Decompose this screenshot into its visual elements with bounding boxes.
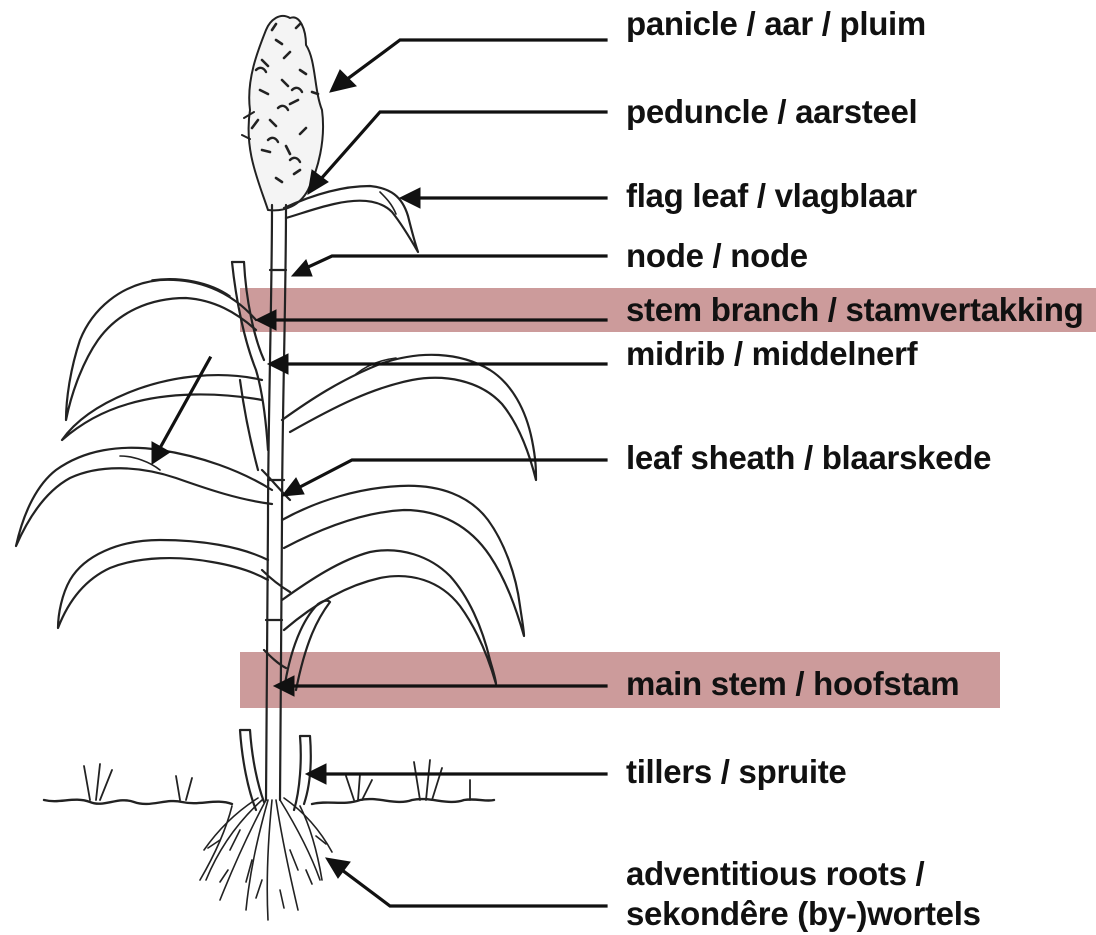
label-main-stem: main stem / hoofstam — [626, 666, 959, 702]
upper-left-leaf — [66, 280, 256, 420]
label-leaf-sheath: leaf sheath / blaarskede — [626, 440, 991, 476]
label-midrib: midrib / middelnerf — [626, 336, 917, 372]
label-peduncle: peduncle / aarsteel — [626, 94, 917, 130]
arrow-panicle — [346, 40, 606, 80]
arrow-midrib-left — [160, 358, 210, 448]
arrow-roots — [342, 870, 606, 906]
callout-arrows — [152, 40, 606, 906]
left-middle-leaf — [62, 375, 262, 440]
right-lower-leaf — [282, 550, 496, 684]
arrow-leaf-sheath — [298, 460, 606, 488]
label-roots-line2: sekondêre (by-)wortels — [626, 896, 981, 932]
label-tillers: tillers / spruite — [626, 754, 846, 790]
label-panicle: panicle / aar / pluim — [626, 6, 926, 42]
arrow-node — [306, 256, 606, 268]
left-lower-leaf — [16, 448, 272, 546]
stem-branch-drawing — [232, 262, 268, 470]
left-bottom-leaf — [58, 540, 268, 628]
label-flag-leaf: flag leaf / vlagblaar — [626, 178, 917, 214]
label-stem-branch: stem branch / stamvertakking — [626, 292, 1083, 328]
label-roots-line1: adventitious roots / — [626, 856, 924, 892]
label-node: node / node — [626, 238, 808, 274]
roots-drawing — [200, 798, 332, 920]
small-lower-leaf — [284, 601, 330, 690]
tillers-drawing — [240, 730, 311, 810]
right-sheath-leaf — [282, 486, 524, 636]
arrow-peduncle — [320, 112, 606, 180]
